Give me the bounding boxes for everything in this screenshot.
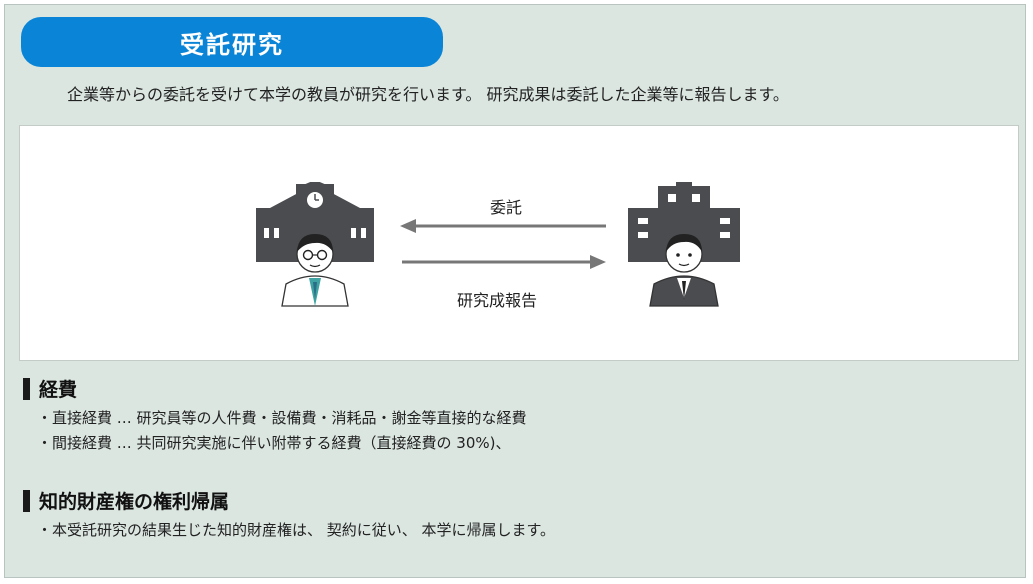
costs-heading-text: 経費 <box>39 379 78 401</box>
ip-item-ownership: ・本受託研究の結果生じた知的財産権は、 契約に従い、 本学に帰属します。 <box>37 521 556 539</box>
arrows-icon <box>400 219 606 269</box>
commission-arrow-label: 委託 <box>490 198 523 217</box>
university-building-with-professor-icon <box>256 182 374 307</box>
ip-heading: 知的財産権の権利帰属 <box>23 487 229 514</box>
heading-marker <box>23 489 30 512</box>
page-title: 受託研究 <box>180 30 284 59</box>
costs-item-direct: ・直接経費 … 研究員等の人件費・設備費・消耗品・謝金等直接的な経費 <box>37 409 527 427</box>
relationship-diagram: 委託 研究成報告 <box>19 125 1019 361</box>
page-title-pill: 受託研究 <box>21 17 443 67</box>
report-arrow-label: 研究成報告 <box>457 291 538 310</box>
heading-marker <box>23 377 30 400</box>
content-panel: 受託研究 企業等からの委託を受けて本学の教員が研究を行います。 研究成果は委託し… <box>4 4 1026 578</box>
costs-heading: 経費 <box>23 375 77 402</box>
ip-heading-text: 知的財産権の権利帰属 <box>39 491 230 513</box>
costs-item-indirect: ・間接経費 … 共同研究実施に伴い附帯する経費（直接経費の 30%)、 <box>37 434 511 452</box>
company-building-with-businessman-icon <box>628 182 740 307</box>
intro-text: 企業等からの委託を受けて本学の教員が研究を行います。 研究成果は委託した企業等に… <box>67 85 789 104</box>
